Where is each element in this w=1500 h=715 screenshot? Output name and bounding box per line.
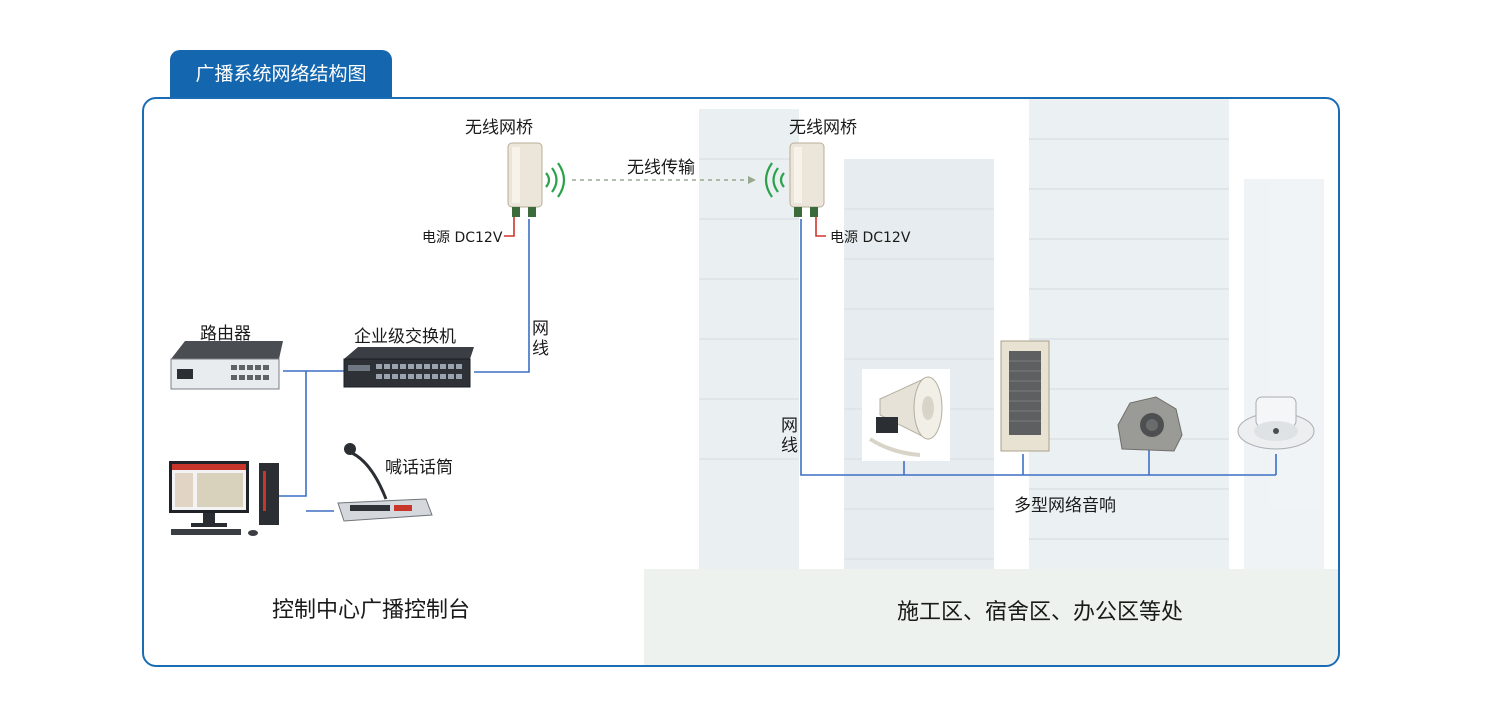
microphone-label: 喊话话筒 <box>385 458 453 478</box>
power-left-label: 电源 DC12V <box>422 230 503 246</box>
speakers-label: 多型网络音响 <box>1014 496 1116 516</box>
column-speaker-icon <box>1000 340 1050 452</box>
ceiling-speaker-icon <box>1237 396 1315 450</box>
horn-speaker-icon <box>862 369 950 461</box>
rock-speaker-icon <box>1117 396 1183 452</box>
cable-right-label: 网线 <box>781 416 798 456</box>
router-label: 路由器 <box>200 324 251 344</box>
diagram-frame: 无线网桥 无线网桥 无线传输 电源 DC12V 电源 DC12V 路由器 企业级… <box>142 97 1340 667</box>
computer-icon <box>169 461 279 536</box>
wireless-bridge-icon <box>507 142 543 217</box>
bridge-left-label: 无线网桥 <box>465 118 533 138</box>
switch-label: 企业级交换机 <box>354 327 456 347</box>
microphone-icon <box>337 443 433 522</box>
wireless-label: 无线传输 <box>627 158 695 178</box>
diagram-title: 广播系统网络结构图 <box>170 50 392 98</box>
signal-waves-left <box>545 162 566 198</box>
bridge-right-label: 无线网桥 <box>789 118 857 138</box>
wireless-bridge-icon <box>789 142 825 217</box>
wiring <box>271 162 1277 512</box>
zones-label: 施工区、宿舍区、办公区等处 <box>897 600 1184 625</box>
router-icon <box>170 341 283 390</box>
cable-left-label: 网线 <box>532 319 549 359</box>
signal-waves-right <box>764 162 785 198</box>
power-right-label: 电源 DC12V <box>830 230 911 246</box>
switch-icon <box>343 347 474 388</box>
control-center-label: 控制中心广播控制台 <box>272 598 471 623</box>
